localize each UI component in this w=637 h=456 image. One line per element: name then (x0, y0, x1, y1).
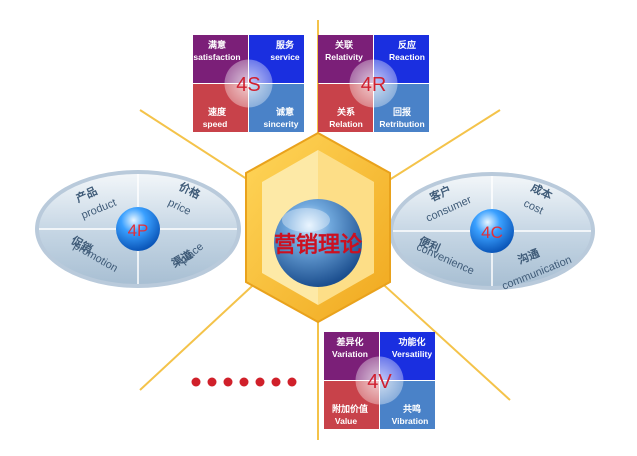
4v-label-en-variation: Variation (332, 349, 368, 359)
continuation-dot (207, 377, 217, 387)
4c-center-ball (470, 209, 514, 253)
model-4s: 4S 满意 satisfaction 服务 service 速度 speed 诚… (193, 35, 304, 132)
4s-label-en-service: service (270, 52, 300, 62)
continuation-dot (287, 377, 297, 387)
4r-label-cn-retribution: 回报 (393, 106, 411, 118)
4r-center-label: 4R (361, 74, 387, 96)
continuation-dot (223, 377, 233, 387)
4s-label-cn-sincerity: 诚意 (276, 106, 294, 118)
4s-label-cn-satisfaction: 满意 (208, 39, 226, 51)
model-4v: 4V 差异化 Variation 功能化 Versatility 附加价值 Va… (324, 332, 435, 429)
4r-label-en-relativity: Relativity (325, 52, 363, 62)
4r-label-cn-reaction: 反应 (398, 39, 416, 51)
4r-label-en-reaction: Reaction (389, 52, 425, 62)
model-4p: 4P 产品 product 价格 price 促销 promotion 渠道 p… (35, 170, 241, 288)
4s-label-cn-speed: 速度 (208, 106, 227, 118)
4s-label-en-satisfaction: satisfaction (193, 52, 240, 62)
continuation-dot (239, 377, 249, 387)
4s-center-label: 4S (236, 74, 260, 96)
4r-label-cn-relativity: 关联 (335, 39, 354, 51)
4v-center-label: 4V (367, 371, 392, 393)
4r-label-en-retribution: Retribution (379, 119, 424, 129)
4v-label-en-value: Value (335, 416, 357, 426)
continuation-dot (255, 377, 265, 387)
continuation-dot (191, 377, 201, 387)
4v-label-cn-vibration: 共鸣 (403, 403, 421, 415)
4v-label-cn-variation: 差异化 (336, 336, 363, 348)
4r-center-circle (349, 59, 398, 108)
4r-label-cn-relation: 关系 (337, 106, 355, 118)
4v-label-cn-value: 附加价值 (332, 403, 368, 415)
4s-label-en-sincerity: sincerity (264, 119, 299, 129)
continuation-dots (191, 377, 297, 387)
center-ball (274, 199, 362, 287)
4s-center-circle (224, 59, 273, 108)
4v-center-circle (355, 356, 404, 405)
continuation-dot (271, 377, 281, 387)
4v-label-cn-versatility: 功能化 (398, 336, 425, 348)
center-label: 营销理论 (274, 232, 363, 258)
4v-label-en-versatility: Versatility (392, 349, 432, 359)
model-4r: 4R 关联 Relativity 反应 Reaction 关系 Relation… (318, 35, 429, 132)
4v-label-en-vibration: Vibration (392, 416, 429, 426)
4c-center-label: 4C (481, 223, 503, 242)
4p-center-ball (116, 207, 160, 251)
model-4c: 4C 客户 consumer 成本 cost 便利 convenience 沟通… (389, 172, 595, 293)
4s-label-en-speed: speed (203, 119, 228, 129)
4r-label-en-relation: Relation (329, 119, 363, 129)
4p-center-label: 4P (128, 221, 149, 240)
4s-label-cn-service: 服务 (276, 39, 295, 51)
